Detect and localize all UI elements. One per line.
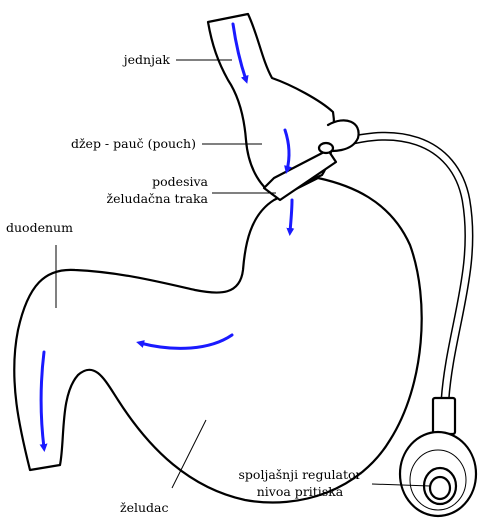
label-band-line2: želudačna traka	[107, 191, 209, 206]
label-pouch: džep - pauč (pouch)	[71, 136, 196, 151]
tube-connector	[433, 398, 455, 434]
label-duodenum: duodenum	[6, 220, 73, 235]
label-band-line1: podesiva	[152, 174, 208, 189]
stomach-outline	[14, 178, 421, 503]
label-regulator-line1: spoljašnji regulator	[239, 467, 362, 482]
port-regulator	[400, 432, 476, 516]
label-stomach: želudac	[120, 500, 169, 515]
label-esophagus: jednjak	[122, 52, 171, 67]
label-regulator-line2: nivoa pritiska	[257, 484, 344, 499]
